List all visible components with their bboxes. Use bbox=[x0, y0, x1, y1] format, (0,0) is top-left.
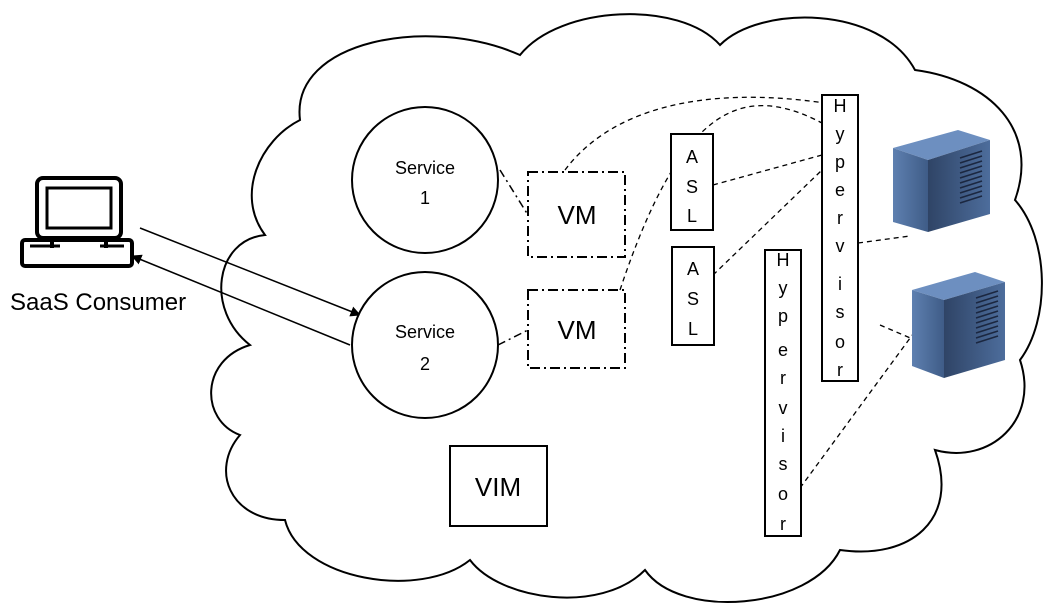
vim-label: VIM bbox=[475, 472, 521, 502]
hypervisor-2: H y p e r v i s o r bbox=[764, 249, 802, 537]
hypervisor-2-letter: p bbox=[778, 306, 788, 326]
hypervisor-1-letter: H bbox=[834, 96, 847, 116]
hypervisor-2-letter: r bbox=[780, 368, 786, 388]
response-arrow bbox=[131, 254, 351, 346]
vm-2: VM bbox=[527, 289, 626, 369]
service-1-label: Service bbox=[395, 158, 455, 178]
asl-1-letter-a: A bbox=[686, 147, 698, 167]
hypervisor-1-letter: o bbox=[835, 332, 845, 352]
service-1-number: 1 bbox=[420, 188, 430, 208]
hypervisor-2-letter: r bbox=[780, 514, 786, 534]
hypervisor-1-letter: v bbox=[836, 236, 845, 256]
consumer-label: SaaS Consumer bbox=[10, 289, 186, 316]
hypervisor-1-letter: r bbox=[837, 360, 843, 380]
hypervisor-2-letter: y bbox=[779, 278, 788, 298]
hypervisor-2-letter: v bbox=[779, 398, 788, 418]
vm-1-label: VM bbox=[558, 200, 597, 230]
hypervisor-1-letter: i bbox=[838, 274, 842, 294]
dashed-connectors bbox=[564, 96, 917, 489]
hypervisor-2-letter: s bbox=[779, 454, 788, 474]
asl-1-letter-s: S bbox=[686, 177, 698, 197]
asl-2-letter-l: L bbox=[688, 319, 698, 339]
hypervisor-2-letter: H bbox=[777, 250, 790, 270]
asl-1: A S L bbox=[670, 133, 714, 231]
vm-1: VM bbox=[527, 171, 626, 258]
vim-box: VIM bbox=[449, 445, 548, 527]
cloud-shape bbox=[210, 13, 1043, 603]
hypervisor-1-letter: r bbox=[837, 208, 843, 228]
computer-icon bbox=[20, 176, 134, 268]
hypervisor-2-letter: o bbox=[778, 484, 788, 504]
service-2-label: Service bbox=[395, 322, 455, 342]
request-arrow bbox=[139, 227, 361, 317]
hypervisor-1-letter: e bbox=[835, 180, 845, 200]
server-icon bbox=[893, 130, 990, 232]
asl-2-letter-a: A bbox=[687, 259, 699, 279]
service-2: Service 2 bbox=[351, 271, 499, 419]
hypervisor-1-letter: p bbox=[835, 152, 845, 172]
asl-2: A S L bbox=[671, 246, 715, 346]
service-1: Service 1 bbox=[351, 106, 499, 254]
hypervisor-2-letter: e bbox=[778, 340, 788, 360]
connector-service2-vm2 bbox=[497, 329, 529, 346]
hypervisor-1-letter: s bbox=[836, 302, 845, 322]
vm-2-label: VM bbox=[558, 315, 597, 345]
hypervisor-1: H y p e r v i s o r bbox=[821, 94, 859, 382]
service-2-number: 2 bbox=[420, 354, 430, 374]
asl-2-letter-s: S bbox=[687, 289, 699, 309]
server-icon bbox=[912, 272, 1005, 378]
hypervisor-2-letter: i bbox=[781, 426, 785, 446]
hypervisor-1-letter: y bbox=[836, 124, 845, 144]
asl-1-letter-l: L bbox=[687, 206, 697, 226]
connector-service1-vm1 bbox=[499, 169, 529, 216]
